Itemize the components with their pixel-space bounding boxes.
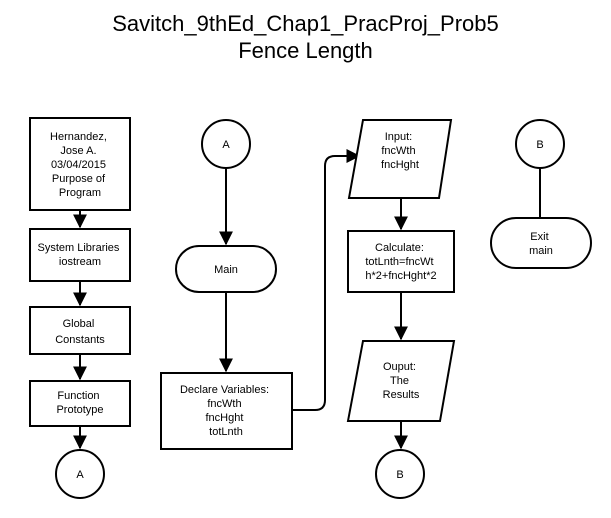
output-text: Ouput: The Results — [383, 361, 420, 401]
output-line: Results — [383, 389, 420, 401]
calculate-text: Calculate: totLnth=fncWt h*2+fncHght*2 — [365, 242, 436, 282]
calculate-line: totLnth=fncWt — [365, 256, 433, 268]
libraries-line: iostream — [59, 256, 101, 268]
header-text: Hernandez, Jose A. 03/04/2015 Purpose of… — [50, 131, 110, 199]
connector-a-top-circle — [201, 119, 251, 169]
libraries-text: System Libraries iostream — [38, 242, 123, 268]
header-line: Program — [59, 187, 101, 199]
input-io-parallelogram — [347, 119, 453, 199]
output-line: Ouput: — [383, 361, 416, 373]
declare-text: Declare Variables: fncWth fncHght totLnt… — [180, 384, 272, 438]
declare-line: Declare Variables: — [180, 384, 269, 396]
constants-line: Global — [63, 318, 95, 330]
input-line: fncWth — [381, 145, 415, 157]
header-line: Jose A. — [60, 145, 96, 157]
prototype-line: Function — [57, 390, 99, 402]
connector-a-top-label: A — [222, 139, 230, 151]
constants-process-box — [29, 306, 131, 355]
prototype-text: Function Prototype — [56, 390, 103, 416]
declare-line: totLnth — [209, 426, 243, 438]
declare-process-box — [160, 372, 293, 450]
libraries-process-box — [29, 228, 131, 282]
calculate-process-box — [347, 230, 455, 293]
header-process-box — [29, 117, 131, 211]
prototype-line: Prototype — [56, 404, 103, 416]
arrow-declare-to-input — [292, 149, 361, 411]
connector-a-bottom-label: A — [76, 469, 84, 481]
exit-line: Exit — [530, 231, 548, 243]
calculate-line: Calculate: — [375, 242, 424, 254]
input-text: Input: fncWth fncHght — [381, 131, 419, 171]
prototype-process-box — [29, 380, 131, 427]
output-line: The — [390, 375, 409, 387]
connector-b-bottom-label: B — [396, 469, 403, 481]
header-line: Purpose of — [52, 173, 106, 185]
input-line: Input: — [385, 131, 413, 143]
header-line: Hernandez, — [50, 131, 107, 143]
constants-text: Global Constants — [55, 318, 105, 346]
diagram-subtitle: Fence Length — [238, 38, 373, 63]
output-io-parallelogram — [346, 340, 456, 422]
diagram-title: Savitch_9thEd_Chap1_PracProj_Prob5 — [112, 11, 499, 36]
main-terminator — [175, 245, 277, 293]
exit-text: Exit main — [529, 231, 553, 257]
connector-a-bottom-circle — [55, 449, 105, 499]
exit-terminator — [490, 217, 592, 269]
main-label: Main — [214, 264, 238, 276]
libraries-line: System Libraries — [38, 242, 120, 254]
input-line: fncHght — [381, 159, 419, 171]
calculate-line: h*2+fncHght*2 — [365, 270, 436, 282]
declare-line: fncHght — [206, 412, 244, 424]
connector-b-bottom-circle — [375, 449, 425, 499]
constants-line: Constants — [55, 334, 105, 346]
connector-b-top-label: B — [536, 139, 543, 151]
connector-b-top-circle — [515, 119, 565, 169]
exit-line: main — [529, 245, 553, 257]
declare-line: fncWth — [207, 398, 241, 410]
header-line: 03/04/2015 — [51, 159, 106, 171]
